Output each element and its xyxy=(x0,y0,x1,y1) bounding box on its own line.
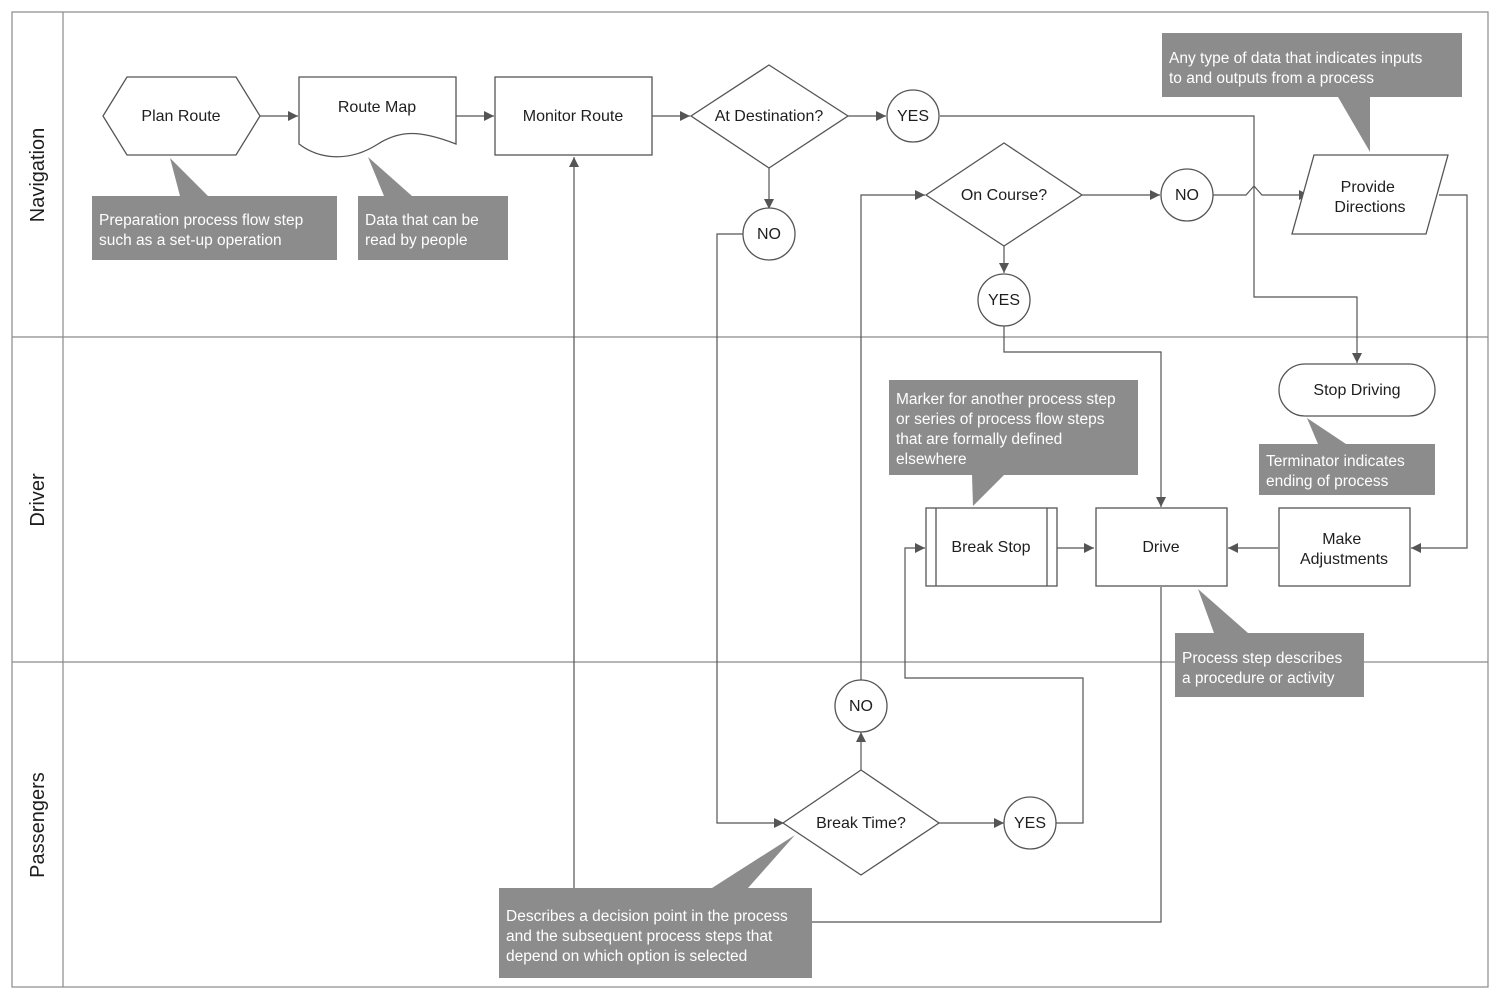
no-destination-connector[interactable]: NO xyxy=(742,207,796,261)
drive-process[interactable]: Drive xyxy=(1095,507,1228,587)
no-break-label: NO xyxy=(849,698,873,715)
callout-process-text: Process step describes a procedure or ac… xyxy=(1182,650,1347,687)
lane-label-navigation: Navigation xyxy=(27,128,49,223)
no-break-connector[interactable]: NO xyxy=(834,679,888,733)
yes-course-label: YES xyxy=(988,292,1020,309)
yes-destination-label: YES xyxy=(897,108,929,125)
swimlanes: Navigation Driver Passengers xyxy=(11,11,1489,988)
no-destination-label: NO xyxy=(757,226,781,243)
callout-process: Process step describes a procedure or ac… xyxy=(1175,589,1364,697)
monitor-route-process[interactable]: Monitor Route xyxy=(494,76,653,156)
route-map-label: Route Map xyxy=(338,99,416,116)
callout-document-text: Data that can be read by people xyxy=(365,212,483,249)
yes-course-connector[interactable]: YES xyxy=(977,273,1031,327)
stop-driving-label: Stop Driving xyxy=(1313,382,1400,399)
monitor-route-label: Monitor Route xyxy=(523,108,624,125)
callout-data: Any type of data that indicates inputs t… xyxy=(1162,33,1462,152)
drive-label: Drive xyxy=(1142,539,1179,556)
lane-label-driver: Driver xyxy=(27,473,49,527)
callout-decision-text: Describes a decision point in the proces… xyxy=(506,908,792,965)
callout-preparation-text: Preparation process flow step such as a … xyxy=(99,212,308,249)
break-time-decision[interactable]: Break Time? xyxy=(781,769,941,876)
make-adjustments-line-1: Make xyxy=(1322,531,1361,548)
yes-break-label: YES xyxy=(1014,815,1046,832)
callout-document: Data that can be read by people xyxy=(358,157,508,260)
provide-directions-data[interactable]: Provide Directions xyxy=(1291,154,1449,235)
on-course-decision[interactable]: On Course? xyxy=(924,142,1084,247)
make-adjustments-process[interactable]: Make Adjustments xyxy=(1278,507,1411,587)
callout-terminator: Terminator indicates ending of process xyxy=(1259,418,1435,495)
at-destination-label: At Destination? xyxy=(715,108,824,125)
callout-terminator-text: Terminator indicates ending of process xyxy=(1266,453,1409,490)
lane-label-passengers: Passengers xyxy=(27,772,49,878)
yes-destination-connector[interactable]: YES xyxy=(886,89,940,143)
no-course-connector[interactable]: NO xyxy=(1160,168,1214,222)
plan-route-preparation[interactable]: Plan Route xyxy=(102,76,261,156)
callout-decision: Describes a decision point in the proces… xyxy=(499,835,812,978)
stop-driving-terminator[interactable]: Stop Driving xyxy=(1278,363,1436,417)
callout-predefined: Marker for another process step or serie… xyxy=(889,380,1138,506)
yes-break-connector[interactable]: YES xyxy=(1003,796,1057,850)
at-destination-decision[interactable]: At Destination? xyxy=(689,64,850,169)
break-stop-predefined-process[interactable]: Break Stop xyxy=(925,507,1058,587)
make-adjustments-label: Make Adjustments xyxy=(1300,531,1388,568)
plan-route-label: Plan Route xyxy=(141,108,220,125)
break-time-label: Break Time? xyxy=(816,815,906,832)
make-adjustments-line-2: Adjustments xyxy=(1300,551,1388,568)
no-course-label: NO xyxy=(1175,187,1199,204)
provide-directions-line-1: Provide xyxy=(1341,179,1395,196)
route-map-document[interactable]: Route Map xyxy=(298,76,457,158)
callout-predefined-text: Marker for another process step or serie… xyxy=(896,391,1120,468)
provide-directions-line-2: Directions xyxy=(1334,199,1405,216)
break-stop-label: Break Stop xyxy=(951,539,1030,556)
callout-data-text: Any type of data that indicates inputs t… xyxy=(1169,50,1427,87)
on-course-label: On Course? xyxy=(961,187,1047,204)
callout-preparation: Preparation process flow step such as a … xyxy=(92,158,337,260)
provide-directions-label: Provide Directions xyxy=(1334,179,1405,216)
connectors xyxy=(260,111,1468,923)
